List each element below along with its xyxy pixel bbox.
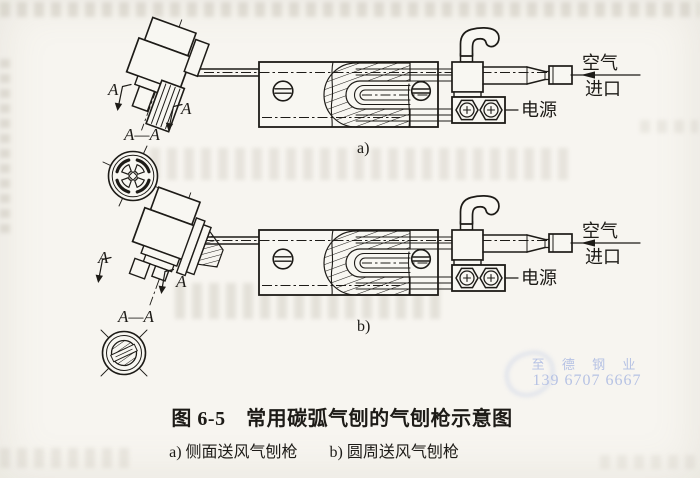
power-label-a: 电源 — [521, 100, 557, 120]
air-inlet-label-b-line1: 空气 — [582, 221, 618, 241]
section-view-title-a: A—A — [123, 125, 161, 144]
watermark-company: 至 德 钢 业 — [531, 357, 643, 372]
section-cut-arrow-a1: A — [107, 80, 132, 111]
watermark-phone: 139 6707 6667 — [532, 372, 642, 389]
section-letter: A — [97, 248, 109, 267]
figure-caption-title: 图 6-5 常用碳弧气刨的气刨枪示意图 — [171, 408, 513, 430]
torch-a-head — [125, 16, 210, 133]
section-cut-arrow-a2: A — [165, 99, 192, 131]
diagram-b: A A A—A 空气 进口 — [95, 186, 641, 377]
subfigure-label-b: b) — [357, 318, 370, 335]
section-letter: A — [180, 99, 192, 118]
section-view-title-b: A—A — [117, 307, 155, 326]
section-view-b — [100, 329, 148, 377]
power-label-b: 电源 — [521, 268, 557, 288]
section-cut-arrow-b2: A — [158, 268, 187, 294]
torch-b-head — [128, 186, 224, 306]
section-view-a — [102, 145, 164, 207]
torch-b-body — [197, 194, 641, 296]
figure-caption-subtitle: a) 侧面送风气刨枪 b) 圆周送风气刨枪 — [169, 444, 459, 461]
subfigure-label-a: a) — [357, 140, 369, 157]
torch-a-body — [197, 26, 641, 128]
diagram-a: A A A—A — [102, 16, 641, 207]
air-inlet-label-b-line2: 进口 — [585, 247, 621, 267]
air-inlet-label-a-line2: 进口 — [585, 79, 621, 99]
section-letter: A — [107, 80, 119, 99]
section-cut-arrow-b1: A — [95, 248, 112, 283]
section-letter: A — [175, 272, 187, 291]
air-inlet-label-a-line1: 空气 — [582, 53, 618, 73]
